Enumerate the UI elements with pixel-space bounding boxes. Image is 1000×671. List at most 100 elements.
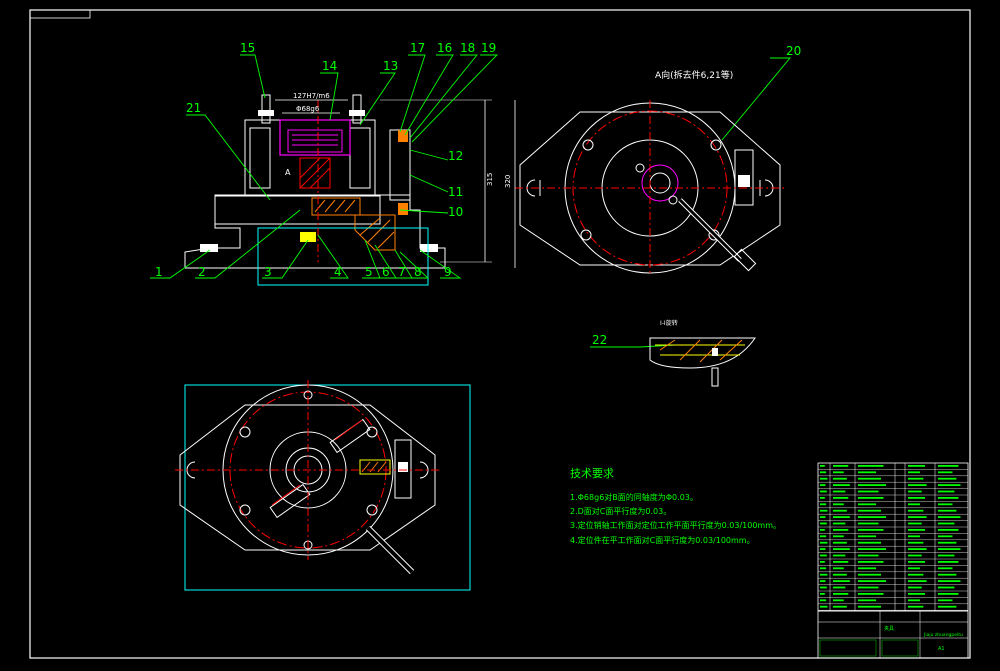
parts-list-entry bbox=[820, 497, 825, 499]
callout-9: 9 bbox=[444, 265, 452, 279]
parts-list-entry bbox=[908, 471, 920, 474]
parts-list-entry bbox=[820, 477, 828, 480]
parts-list-entry bbox=[820, 573, 828, 576]
parts-list-entry bbox=[908, 541, 924, 544]
width-dimension: 320 bbox=[504, 175, 512, 188]
drawing-name: 夹具 bbox=[884, 625, 894, 632]
parts-list-entry bbox=[858, 593, 884, 595]
parts-list-entry bbox=[908, 599, 920, 602]
parts-list-entry bbox=[938, 490, 955, 493]
callout-numbers: 15 14 13 17 16 18 19 21 12 11 10 1 2 3 4… bbox=[155, 41, 801, 347]
parts-list-entry bbox=[833, 503, 844, 506]
outer-frame bbox=[29, 9, 971, 659]
parts-list-entry bbox=[908, 484, 927, 486]
parts-list-entry bbox=[938, 561, 959, 563]
parts-list-entry bbox=[938, 529, 959, 531]
parts-list-entry bbox=[938, 477, 957, 480]
callout-1: 1 bbox=[155, 265, 163, 279]
parts-list-entry bbox=[908, 580, 927, 582]
parts-list-entry bbox=[858, 465, 884, 467]
parts-list-entry bbox=[938, 503, 953, 506]
parts-list-entry bbox=[938, 599, 953, 602]
parts-list-entry bbox=[938, 548, 961, 550]
technical-requirements: 技术要求 1.Φ68g6对B面的同轴度为Φ0.03。 2.D面对C面平行度为0.… bbox=[570, 467, 781, 545]
parts-list-entry bbox=[858, 548, 886, 550]
parts-list-entry bbox=[938, 465, 959, 467]
parts-list-entry bbox=[908, 586, 922, 589]
parts-list-entry bbox=[938, 586, 955, 589]
parts-list-entry bbox=[833, 471, 844, 474]
parts-list-entry bbox=[938, 567, 953, 570]
parts-list-entry bbox=[908, 522, 922, 525]
parts-list-entry bbox=[938, 471, 953, 474]
parts-list-entry bbox=[820, 586, 827, 589]
parts-list-entry bbox=[858, 503, 876, 506]
tech-title: 技术要求 bbox=[570, 467, 614, 480]
parts-list-entry bbox=[858, 541, 881, 544]
parts-list-entry bbox=[833, 477, 847, 480]
parts-list-entry bbox=[833, 567, 844, 570]
callout-20: 20 bbox=[786, 44, 801, 58]
parts-list-entry bbox=[858, 580, 886, 582]
parts-list-entry bbox=[938, 541, 957, 544]
parts-list-entry bbox=[938, 573, 957, 576]
tech-line-3: 3.定位销轴工作面对定位工作平面平行度为0.03/100mm。 bbox=[570, 520, 781, 530]
fit-top-dimension: 127H7/m6 bbox=[293, 92, 330, 100]
parts-list-entry bbox=[908, 497, 925, 499]
parts-list-entry bbox=[820, 567, 827, 570]
parts-list-entry bbox=[833, 516, 850, 518]
callout-7: 7 bbox=[398, 265, 406, 279]
callout-19: 19 bbox=[481, 41, 496, 55]
parts-list-entry bbox=[833, 599, 844, 602]
callout-3: 3 bbox=[264, 265, 272, 279]
parts-list-entry bbox=[938, 497, 959, 499]
view-a-label: A向(拆去件6,21等) bbox=[655, 69, 733, 81]
parts-list-entry bbox=[820, 484, 826, 486]
callout-17: 17 bbox=[410, 41, 425, 55]
parts-list-entry bbox=[820, 593, 825, 595]
height-dimension: 315 bbox=[486, 173, 494, 186]
parts-list-entry bbox=[908, 516, 927, 518]
parts-list-entry bbox=[908, 605, 924, 608]
sheet-size: A1 bbox=[938, 646, 945, 652]
parts-list-entry bbox=[858, 535, 876, 538]
parts-list-entry bbox=[938, 516, 961, 518]
parts-list-entry bbox=[820, 522, 827, 525]
parts-list-entry bbox=[938, 522, 955, 525]
parts-list-entry bbox=[908, 465, 925, 467]
parts-list-entry bbox=[820, 516, 826, 518]
parts-list-entry bbox=[858, 567, 876, 570]
callout-22: 22 bbox=[592, 333, 607, 347]
callout-2: 2 bbox=[198, 265, 206, 279]
parts-list-entry bbox=[858, 573, 881, 576]
parts-list-entry bbox=[820, 529, 825, 531]
parts-list-entry bbox=[858, 561, 884, 563]
tech-line-1: 1.Φ68g6对B面的同轴度为Φ0.03。 bbox=[570, 492, 698, 502]
parts-list-entry bbox=[858, 490, 879, 493]
parts-list-entry bbox=[820, 509, 828, 512]
parts-list-entry bbox=[833, 484, 850, 486]
parts-list-entry bbox=[858, 529, 884, 531]
view-arrow-label: A bbox=[285, 168, 291, 177]
callout-leaders bbox=[150, 54, 791, 348]
parts-list-entry bbox=[820, 580, 826, 582]
parts-list-entry bbox=[938, 605, 957, 608]
callout-16: 16 bbox=[437, 41, 452, 55]
parts-list-entry bbox=[908, 535, 920, 538]
parts-list-entry bbox=[833, 593, 849, 595]
parts-list-entry bbox=[938, 509, 957, 512]
parts-list-entry bbox=[833, 605, 847, 608]
parts-list-entry bbox=[820, 541, 828, 544]
view-a: A向(拆去件6,21等) 320 bbox=[504, 69, 785, 275]
parts-list-entry bbox=[908, 509, 924, 512]
frame-tab bbox=[29, 9, 91, 19]
section-label: I-I旋转 bbox=[660, 319, 678, 327]
parts-list-entry bbox=[858, 484, 886, 486]
callout-18: 18 bbox=[460, 41, 475, 55]
parts-list-entry bbox=[858, 471, 876, 474]
callout-8: 8 bbox=[414, 265, 422, 279]
parts-list-entry bbox=[820, 471, 827, 474]
parts-list-entry bbox=[820, 548, 826, 550]
parts-list-entry bbox=[908, 554, 922, 557]
